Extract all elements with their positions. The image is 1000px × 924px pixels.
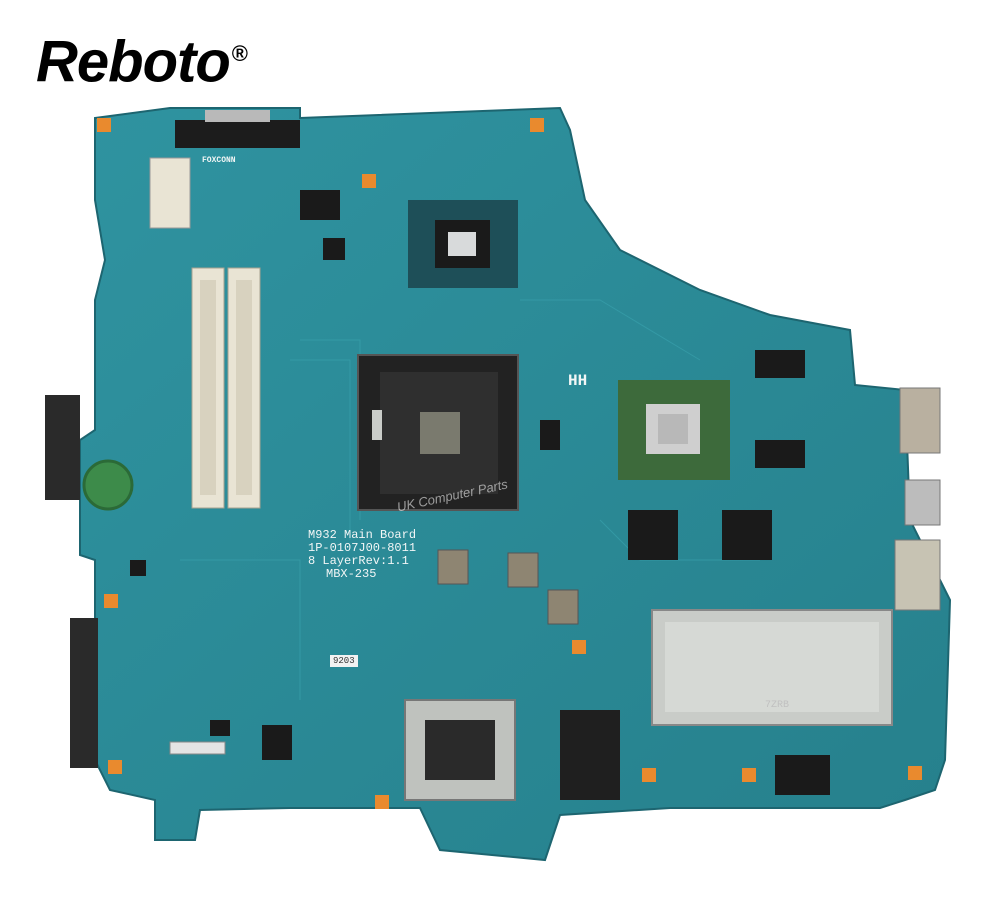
inductor (547, 589, 579, 625)
vram-chip (722, 510, 772, 560)
charger-connector (175, 120, 300, 148)
part-number-label: 1P-0107J00-8011 (308, 541, 417, 555)
mount-pad (108, 760, 122, 774)
inductor (437, 549, 469, 585)
board-name-label: M932 Main Board (308, 528, 417, 542)
vga-port (899, 387, 941, 454)
mount-pad (908, 766, 922, 780)
mount-pad (104, 594, 118, 608)
esata-usb-port (894, 539, 941, 611)
inductor (507, 552, 539, 588)
vram-chip (755, 440, 805, 468)
card-label: 7ZRB (765, 700, 790, 711)
mount-pad (362, 174, 376, 188)
mount-pad (375, 795, 389, 809)
memory-stick-slot (560, 710, 620, 800)
vendor-label: FOXCONN (202, 156, 236, 165)
brand-logo: Reboto® (36, 22, 248, 95)
mount-pad (530, 118, 544, 132)
mount-pad (742, 768, 756, 782)
odd-connector (70, 618, 98, 768)
vram-chip (755, 350, 805, 378)
cmos-battery (82, 459, 134, 511)
chip-marking: HH (568, 372, 588, 390)
model-label: MBX-235 (326, 567, 377, 581)
registered-mark: ® (231, 41, 248, 66)
mount-pad (97, 118, 111, 132)
wlan-slot (149, 157, 191, 229)
mount-pad (572, 640, 586, 654)
sata-connector (45, 395, 80, 500)
audio-connector (169, 741, 226, 755)
hdmi-port (904, 479, 941, 526)
vram-chip (628, 510, 678, 560)
sticker-label: 9203 (330, 655, 358, 667)
brand-name: Reboto (36, 29, 231, 95)
mount-pad (642, 768, 656, 782)
layer-rev-label: 8 LayerRev:1.1 (308, 554, 409, 568)
